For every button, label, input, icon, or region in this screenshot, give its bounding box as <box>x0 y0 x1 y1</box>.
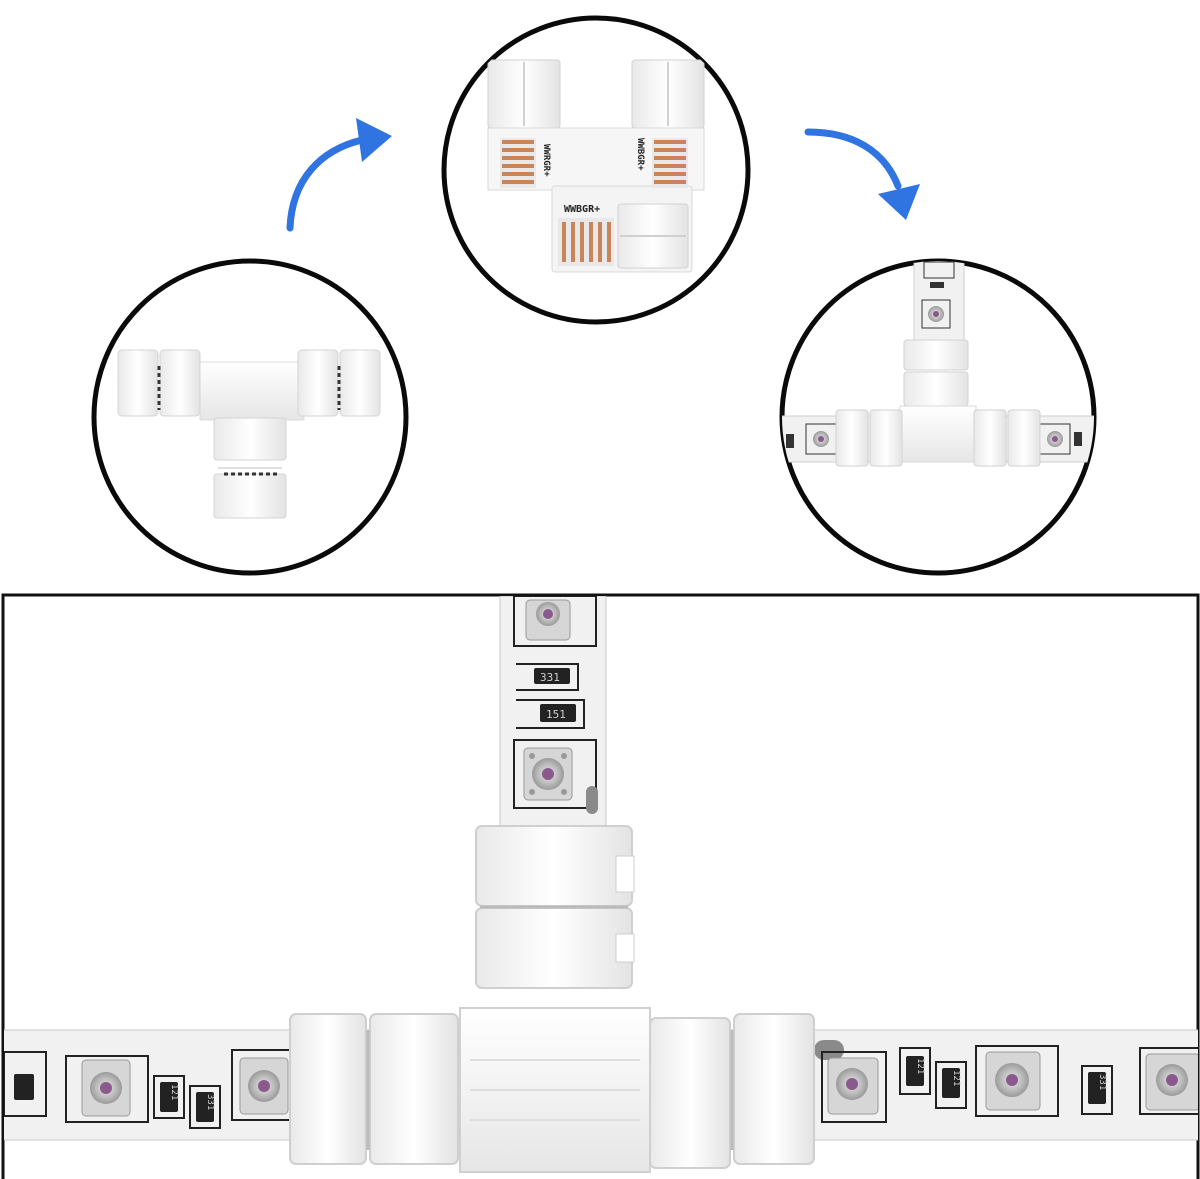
resistor-label: 121 <box>915 1058 925 1074</box>
bottom-pin-label: WWBGR+ <box>564 204 600 215</box>
left-contact-pins <box>500 138 536 188</box>
resistor-label: 331 <box>205 1094 215 1110</box>
t-connector-circle <box>91 258 409 576</box>
horizontal-connector <box>289 1007 815 1173</box>
bottom-contact-pins <box>558 218 614 266</box>
arrow-up-right-icon <box>286 118 392 232</box>
arrow-down-right-icon <box>804 128 920 220</box>
closeup-photo-frame: 331 151 <box>1 593 1200 1179</box>
resistor-label: 331 <box>1097 1074 1107 1090</box>
right-contact-pins <box>652 138 688 188</box>
left-pin-label: WWRGR+ <box>541 144 551 177</box>
resistor-label: 151 <box>546 708 566 721</box>
vertical-led-strip: 331 151 <box>499 596 607 837</box>
open-connector-circle: WWRGR+ WWBGR+ WWBGR+ <box>441 15 751 325</box>
connected-strips-circle <box>779 258 1097 576</box>
vertical-connector <box>475 825 635 989</box>
resistor-label: 331 <box>540 671 560 684</box>
resistor-label: 121 <box>169 1084 179 1100</box>
right-pin-label: WWBGR+ <box>635 138 645 171</box>
resistor-label: 121 <box>951 1070 961 1086</box>
